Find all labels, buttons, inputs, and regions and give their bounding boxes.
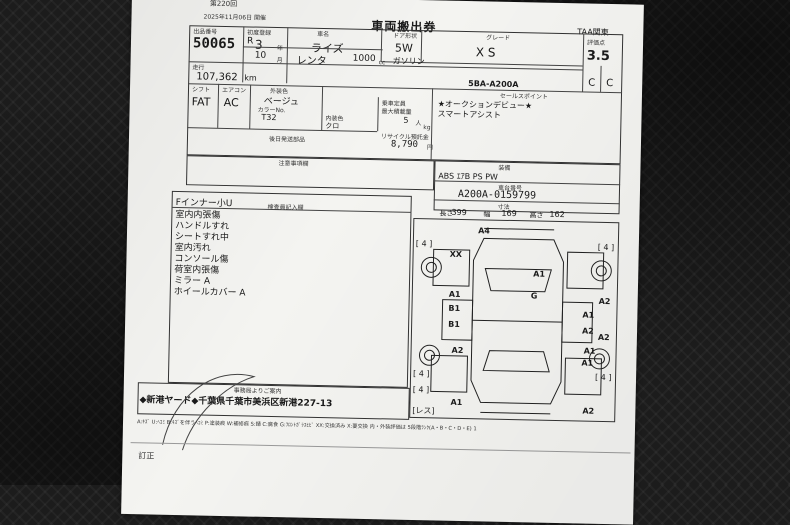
remark-9: ホイールカバー A [173, 286, 246, 299]
dmg-left-front-tire: [ 4 ] [415, 238, 433, 249]
dmg-right-fender: A2 [598, 296, 611, 307]
mileage-label: 走行 [192, 64, 205, 72]
mileage-unit: km [244, 73, 257, 83]
capacity-unit: 人 [415, 119, 422, 128]
dmg-rear-bumper: A2 [582, 406, 595, 416]
seating-capacity: 5 [403, 115, 409, 125]
lot-no-label: 出品番号 [193, 28, 218, 36]
pen-mark [162, 373, 256, 451]
height-label: 高さ [529, 211, 544, 220]
mileage: 107,362 [196, 71, 238, 84]
notes-label: 注意事項欄 [278, 160, 309, 168]
length: 399 [451, 207, 467, 218]
dmg-right-rear-2: A2 [597, 332, 610, 343]
grade: X S [475, 45, 496, 60]
session-stub: 第220回 [209, 0, 238, 9]
aircon-label: エアコン [221, 86, 247, 95]
dmg-left-quarter: A2 [451, 345, 464, 356]
auction-score: 3.5 [586, 48, 610, 65]
dmg-right-rear-tire: [ 4 ] [594, 372, 612, 383]
color-code: T32 [261, 112, 277, 123]
equipment-label: 装備 [498, 164, 511, 172]
dmg-right-rear: A1 [581, 358, 594, 368]
dmg-spare-status: [レス] [412, 405, 435, 416]
exterior-grade: C [588, 77, 596, 89]
dmg-right-quarter: A1 [583, 346, 596, 356]
dmg-right-rear-door: A2 [581, 326, 594, 336]
sales-point-2: スマートアシスト [437, 109, 502, 120]
dmg-right-front-tire: [ 4 ] [597, 242, 615, 253]
interior-grade: C [606, 77, 614, 90]
dmg-left-fender: XX [449, 249, 463, 259]
width: 169 [501, 208, 517, 219]
damage-diagram: A4 [ 4 ] XX A1 [ 4 ] A1 G B1 B1 A2 A1 A2… [409, 217, 620, 423]
reg-month: 10 [254, 50, 267, 61]
lot-number: 50065 [192, 35, 236, 53]
dmg-spare-tire: [ 4 ] [412, 384, 430, 395]
notes-box [186, 155, 435, 191]
vehicle-release-ticket: 第220回 2025年11月06日 開催 車両搬出券 TAA関東 出品番号 50… [121, 0, 644, 525]
width-label: 幅 [483, 210, 491, 219]
displacement: 1000 [352, 53, 376, 65]
recycle-deposit: 8,790 [390, 139, 419, 151]
car-name-label: 車名 [317, 30, 330, 39]
correction-label: 訂正 [138, 451, 155, 461]
equipment-box [433, 160, 621, 215]
score-label: 評価点 [586, 39, 606, 47]
auction-date: 2025年11月06日 開催 [203, 13, 267, 22]
dmg-left-rear-door: B1 [448, 319, 460, 329]
shift-label: シフト [191, 86, 211, 94]
dmg-left-front-door-2: B1 [448, 303, 461, 313]
dmg-front-bumper: A4 [478, 226, 490, 236]
model-code: 5BA-A200A [468, 79, 519, 90]
dmg-hood: A1 [533, 269, 546, 279]
dmg-left-rear-tire: [ 4 ] [413, 368, 430, 379]
year-label: 初度登録 [247, 29, 272, 37]
dmg-right-front-door: A1 [582, 310, 595, 320]
doors: 5W [394, 41, 413, 55]
height: 162 [549, 209, 565, 220]
dmg-rear-bumper-left: A1 [450, 397, 463, 408]
later-parts-label: 後日発送部品 [268, 135, 306, 144]
grade-label: グレード [486, 34, 511, 42]
load-label: 最大積載量 [381, 108, 412, 116]
shift: FAT [191, 95, 211, 109]
dmg-left-front-door: A1 [448, 289, 461, 299]
load-unit: kg [423, 124, 431, 132]
car-outline-diagram [418, 227, 612, 415]
dmg-windshield: G [530, 291, 538, 301]
aircon: AC [223, 95, 239, 110]
doors-label: ドア形状 [393, 32, 418, 40]
era: R [246, 36, 254, 47]
